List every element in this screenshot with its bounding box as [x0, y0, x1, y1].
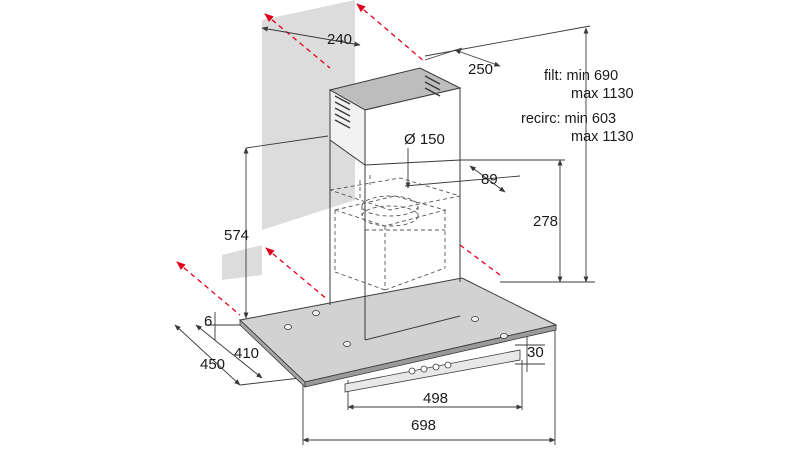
dim-depth-410: 410: [234, 345, 259, 362]
wall-hatch: [222, 0, 355, 280]
chimney: [328, 67, 462, 341]
hidden-internals: [329, 175, 461, 291]
dimension-lines: [174, 25, 595, 445]
dim-total-width: 698: [411, 417, 436, 434]
dim-chimney-depth: 250: [468, 61, 493, 78]
glass-screws: [284, 310, 508, 347]
recirc-line-1: recirc: min 603: [521, 111, 616, 127]
control-buttons: [408, 361, 452, 375]
dim-depth-450: 450: [200, 356, 225, 373]
glass-canopy: [238, 277, 558, 393]
dim-filter-height: 278: [533, 213, 558, 230]
dim-panel-width: 498: [423, 390, 448, 407]
filt-line-1: filt: min 690: [544, 68, 618, 84]
dim-duct-offset: 89: [481, 171, 498, 188]
chimney-vents: [334, 75, 441, 129]
dim-glass-thickness: 6: [204, 313, 212, 330]
dim-duct-diameter: Ø 150: [404, 131, 445, 148]
height-notes: filt: min 690 max 1130 recirc: min 603 m…: [521, 68, 634, 145]
dim-bracket-height: 574: [224, 227, 249, 244]
filt-line-2: max 1130: [571, 86, 634, 102]
dim-panel-offset: 30: [527, 344, 544, 361]
red-axis-lines: [176, 3, 501, 316]
dim-chimney-width: 240: [327, 31, 352, 48]
dimension-labels: 240 250 Ø 150 89 278 574 6 410 450 498 3…: [200, 31, 558, 434]
recirc-line-2: max 1130: [571, 129, 634, 145]
